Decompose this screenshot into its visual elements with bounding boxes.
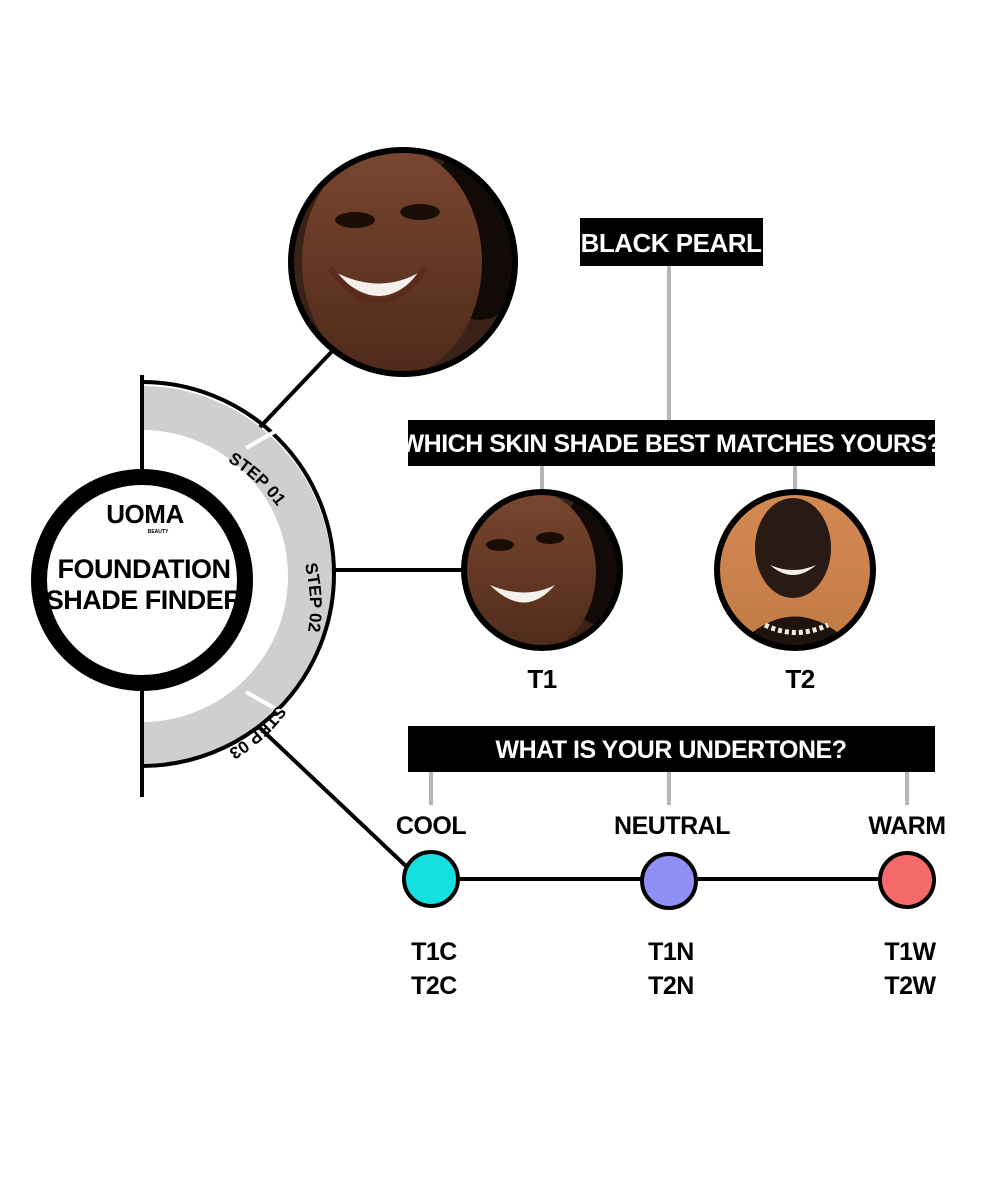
step2-question-box: [408, 420, 935, 466]
step3-question: WHAT IS YOUR UNDERTONE?: [495, 736, 846, 764]
undertone-cool-code-2: T2C: [411, 972, 457, 1000]
step-ring-outline: [141, 380, 336, 768]
shade-option-t1-label: T1: [527, 664, 556, 694]
brand-logo-subtext: BEAUTY: [148, 529, 169, 535]
ring-divider-2: [245, 690, 284, 715]
undertone-neutral-swatch[interactable]: [640, 852, 698, 910]
hub-title-line2: SHADE FINDER: [46, 585, 243, 615]
undertone-warm-label: WARM: [868, 812, 945, 840]
step3-question-box: [408, 726, 935, 772]
result-label-box: [580, 218, 763, 266]
undertone-warm-code-2: T2W: [884, 972, 936, 1000]
undertone-neutral-label: NEUTRAL: [614, 812, 730, 840]
connector-step3: [241, 710, 410, 870]
hub-circle: [31, 469, 253, 691]
brand-logo: UOMA: [106, 499, 184, 529]
undertone-cool-swatch[interactable]: [402, 850, 460, 908]
ring-divider-1: [245, 425, 284, 450]
undertone-warm-swatch[interactable]: [878, 851, 936, 909]
hub-title-line1: FOUNDATION: [58, 554, 231, 584]
undertone-neutral-code-1: T1N: [648, 938, 694, 966]
step2-question: WHICH SKIN SHADE BEST MATCHES YOURS?: [401, 430, 942, 458]
shade-option-t1[interactable]: [461, 485, 640, 654]
undertone-neutral-code-2: T2N: [648, 972, 694, 1000]
undertone-cool-code-1: T1C: [411, 938, 457, 966]
shade-option-t2-label: T2: [785, 664, 814, 694]
step1-portrait: [288, 147, 518, 377]
result-label: BLACK PEARL: [581, 228, 762, 258]
undertone-warm-code-1: T1W: [884, 938, 936, 966]
step-ring: [141, 386, 332, 766]
shade-option-t2[interactable]: [714, 489, 876, 651]
undertone-cool-label: COOL: [396, 812, 466, 840]
